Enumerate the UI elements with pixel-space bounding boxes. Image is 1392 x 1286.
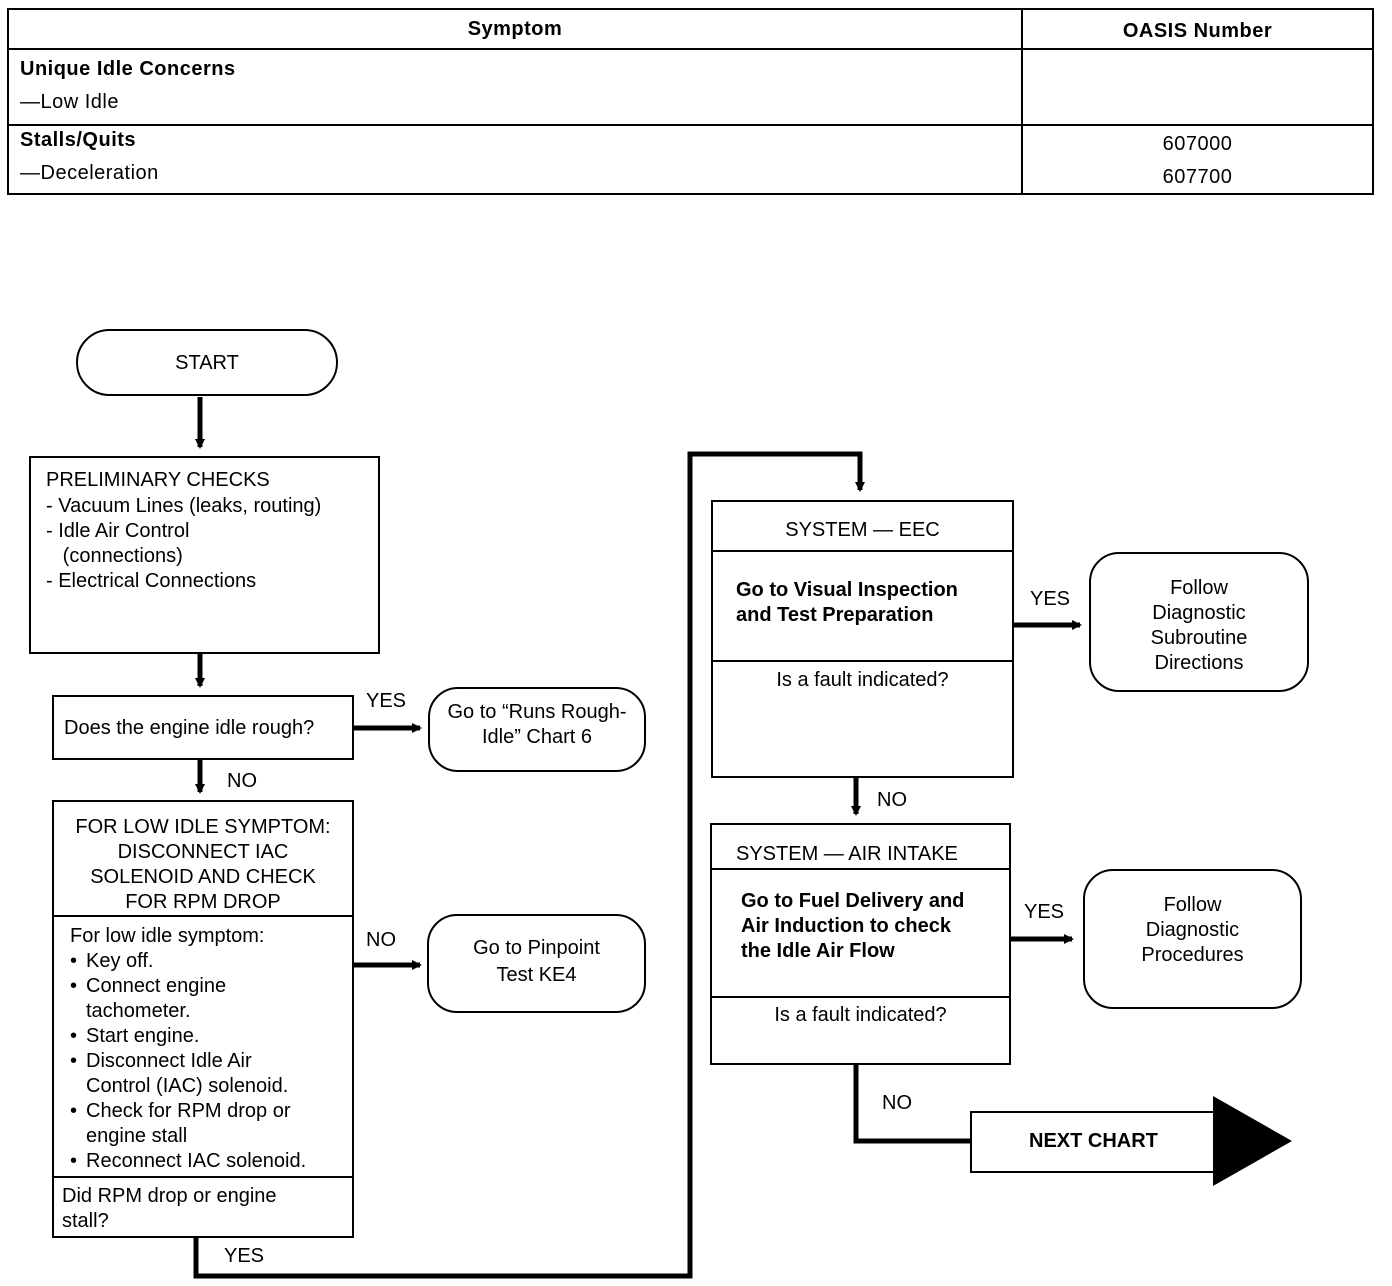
low-idle-process-box: FOR LOW IDLE SYMPTOM: DISCONNECT IAC SOL… bbox=[52, 800, 354, 1238]
eec-divider-bottom bbox=[713, 660, 1012, 662]
low-idle-header-1: FOR LOW IDLE SYMPTOM: bbox=[75, 816, 331, 838]
low-idle-intro: For low idle symptom: bbox=[70, 925, 265, 947]
air-action-3: the Idle Air Flow bbox=[741, 940, 895, 962]
start-terminal: START bbox=[76, 329, 338, 396]
runs-rough-terminal: Go to “Runs Rough- Idle” Chart 6 bbox=[428, 687, 646, 772]
next-chart-connector: NEXT CHART bbox=[970, 1111, 1215, 1173]
low-idle-divider-top bbox=[54, 915, 352, 917]
low-idle-question-2: stall? bbox=[62, 1210, 109, 1232]
eec-yes-line-3: Subroutine bbox=[1150, 627, 1248, 649]
air-question: Is a fault indicated? bbox=[774, 1004, 947, 1026]
label-no-pinpoint: NO bbox=[366, 929, 396, 951]
oasis-number-deceleration: 607700 bbox=[1162, 166, 1233, 188]
step-key-off: Key off. bbox=[70, 949, 306, 974]
air-yes-line-2: Diagnostic bbox=[1145, 919, 1240, 941]
label-yes-air: YES bbox=[1024, 901, 1065, 923]
preliminary-title: PRELIMINARY CHECKS bbox=[46, 469, 270, 491]
idle-rough-question: Does the engine idle rough? bbox=[64, 717, 315, 739]
oasis-number-stalls: 607000 bbox=[1162, 133, 1233, 155]
step-start-engine: Start engine. bbox=[70, 1024, 306, 1049]
step-reconnect-iac: Reconnect IAC solenoid. bbox=[70, 1149, 306, 1174]
oasis-header: OASIS Number bbox=[1122, 20, 1273, 42]
air-action-1: Go to Fuel Delivery and bbox=[741, 890, 965, 912]
table-header-divider bbox=[9, 48, 1372, 50]
air-divider-top bbox=[712, 868, 1009, 870]
air-yes-line-1: Follow bbox=[1163, 894, 1222, 916]
next-chart-label: NEXT CHART bbox=[1029, 1130, 1158, 1152]
symptom-stalls-quits: Stalls/Quits bbox=[20, 129, 137, 151]
low-idle-divider-bottom bbox=[54, 1176, 352, 1178]
runs-rough-line-1: Go to “Runs Rough- bbox=[447, 701, 627, 723]
arrow-air-no bbox=[853, 1065, 970, 1144]
system-air-intake-box: SYSTEM — AIR INTAKE Go to Fuel Delivery … bbox=[710, 823, 1011, 1065]
table-row-divider bbox=[9, 124, 1372, 126]
symptom-table: Symptom OASIS Number Unique Idle Concern… bbox=[7, 8, 1374, 195]
eec-yes-line-4: Directions bbox=[1154, 652, 1244, 674]
low-idle-header-4: FOR RPM DROP bbox=[125, 891, 281, 913]
eec-action-2: and Test Preparation bbox=[736, 604, 934, 626]
runs-rough-line-2: Idle” Chart 6 bbox=[481, 726, 593, 748]
air-yes-terminal: Follow Diagnostic Procedures bbox=[1083, 869, 1302, 1009]
system-eec-box: SYSTEM — EEC Go to Visual Inspection and… bbox=[711, 500, 1014, 778]
label-yes-runs-rough: YES bbox=[366, 690, 407, 712]
eec-header: SYSTEM — EEC bbox=[785, 519, 940, 541]
air-header: SYSTEM — AIR INTAKE bbox=[736, 843, 958, 865]
table-column-divider bbox=[1021, 10, 1023, 193]
eec-yes-line-2: Diagnostic bbox=[1152, 602, 1246, 624]
low-idle-question-1: Did RPM drop or engine bbox=[62, 1185, 277, 1207]
air-action-2: Air Induction to check bbox=[741, 915, 952, 937]
symptom-header: Symptom bbox=[467, 18, 563, 40]
symptom-low-idle: —Low Idle bbox=[20, 91, 119, 113]
pinpoint-line-2: Test KE4 bbox=[496, 964, 577, 986]
low-idle-header-3: SOLENOID AND CHECK bbox=[90, 866, 316, 888]
start-label: START bbox=[175, 352, 239, 374]
symptom-deceleration: —Deceleration bbox=[20, 162, 159, 184]
label-no-low-idle: NO bbox=[227, 770, 257, 792]
symptom-unique-idle: Unique Idle Concerns bbox=[20, 58, 236, 80]
eec-action-1: Go to Visual Inspection bbox=[736, 579, 958, 601]
label-yes-eec: YES bbox=[1030, 588, 1071, 610]
air-yes-line-3: Procedures bbox=[1141, 944, 1244, 966]
next-chart-arrowhead bbox=[1213, 1096, 1292, 1186]
eec-divider-top bbox=[713, 550, 1012, 552]
idle-rough-decision: Does the engine idle rough? bbox=[52, 695, 354, 760]
eec-yes-terminal: Follow Diagnostic Subroutine Directions bbox=[1089, 552, 1309, 692]
preliminary-item-iac: - Idle Air Control bbox=[46, 520, 190, 542]
arrow-yes-to-eec bbox=[193, 451, 865, 1279]
label-no-air: NO bbox=[882, 1092, 912, 1114]
preliminary-item-iac-cont: (connections) bbox=[46, 545, 183, 567]
eec-yes-line-1: Follow bbox=[1170, 577, 1228, 599]
label-no-eec: NO bbox=[877, 789, 907, 811]
preliminary-checks-box: PRELIMINARY CHECKS - Vacuum Lines (leaks… bbox=[29, 456, 380, 654]
air-divider-bottom bbox=[712, 996, 1009, 998]
pinpoint-terminal: Go to Pinpoint Test KE4 bbox=[427, 914, 646, 1013]
low-idle-header-2: DISCONNECT IAC bbox=[117, 841, 289, 863]
label-yes-rpm-drop: YES bbox=[224, 1245, 265, 1267]
eec-question: Is a fault indicated? bbox=[776, 669, 949, 691]
preliminary-item-electrical: - Electrical Connections bbox=[46, 570, 257, 592]
preliminary-item-vacuum: - Vacuum Lines (leaks, routing) bbox=[46, 495, 322, 517]
pinpoint-line-1: Go to Pinpoint bbox=[473, 937, 600, 959]
